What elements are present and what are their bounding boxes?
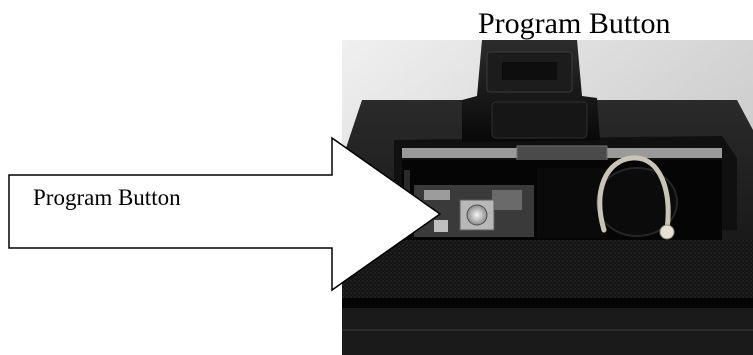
loop-wire [597, 155, 671, 233]
housing-bottom [342, 308, 753, 355]
program-push-button [466, 204, 488, 226]
device-photo [342, 40, 753, 355]
top-caption: Program Button [478, 7, 671, 40]
housing-textured-face [342, 240, 753, 300]
housing-lower-lip [342, 298, 753, 308]
battery [596, 167, 678, 237]
arrow-label: Program Button [33, 185, 181, 210]
